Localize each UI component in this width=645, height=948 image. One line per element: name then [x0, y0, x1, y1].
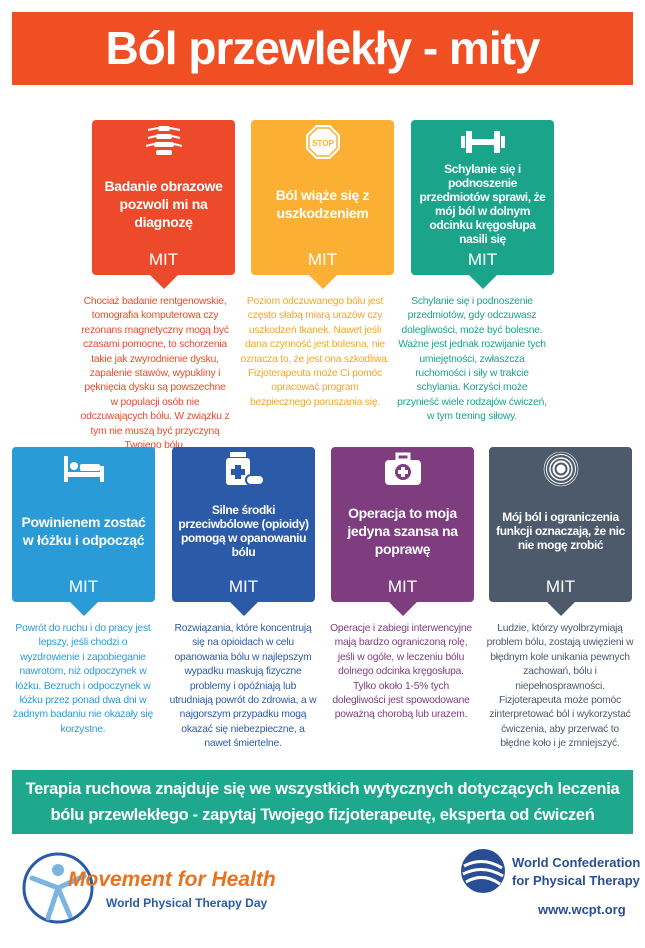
first-aid-kit-icon — [335, 451, 470, 487]
myth-title: Powinienem zostać w łóżku i odpocząć — [21, 514, 146, 548]
wcpt-line1: World Confederation — [512, 855, 641, 870]
myth-explanation: Operacje i zabiegi interwencyjne mają ba… — [330, 623, 472, 721]
bottom-banner-line2: bólu przewlekłego - zapytaj Twojego fizj… — [50, 806, 595, 824]
myth-card-opioids: Silne środki przeciwbólowe (opioidy) pom… — [172, 447, 315, 616]
myth-label: MIT — [387, 577, 418, 596]
myth-label: MIT — [307, 250, 338, 269]
wcpt-url[interactable]: www.wcpt.org — [538, 902, 626, 917]
myth-label: MIT — [68, 577, 99, 596]
bottom-banner-line1: Terapia ruchowa znajduje się we wszystki… — [25, 780, 620, 798]
myth-title: Silne środki przeciwbólowe (opioidy) pom… — [178, 503, 309, 559]
myth-label: MIT — [148, 250, 179, 269]
myth-label: MIT — [228, 577, 259, 596]
myth-card-bending: Schylanie się i podnoszenie przedmiotów … — [411, 120, 554, 289]
spine-icon — [96, 124, 231, 160]
myth-title: Schylanie się i podnoszenie przedmiotów … — [419, 162, 546, 246]
myth-card-imaging: Badanie obrazowe pozwoli mi na diagnozę … — [92, 120, 235, 289]
myth-card-surgery: Operacja to moja jedyna szansa na popraw… — [331, 447, 474, 616]
wcpt-globe-icon — [461, 849, 505, 893]
page-title: Ból przewlekły - mity — [12, 12, 633, 85]
mfh-name: Movement for Health — [68, 868, 276, 891]
myth-explanation: Poziom odczuwanego bólu jest często słab… — [240, 296, 390, 408]
svg-text:STOP: STOP — [312, 139, 334, 148]
wcpt-line2: for Physical Therapy — [512, 873, 640, 888]
figure-logo-icon — [22, 852, 94, 924]
myth-title: Badanie obrazowe pozwoli mi na diagnozę — [104, 178, 223, 230]
myth-explanation: Rozwiązania, które koncentrują się na op… — [169, 623, 317, 750]
ripple-icon — [493, 451, 628, 487]
myth-title: Mój ból i ograniczenia funkcji oznaczają… — [496, 510, 625, 552]
bed-icon — [16, 451, 151, 487]
myth-title: Operacja to moja jedyna szansa na popraw… — [347, 505, 458, 557]
myth-explanation: Chociaż badanie rentgenowskie, tomografi… — [80, 296, 230, 452]
stop-sign-icon: STOP — [255, 124, 390, 160]
myth-card-damage: STOP Ból wiąże się z uszkodzeniem MIT — [251, 120, 394, 289]
myth-title: Ból wiąże się z uszkodzeniem — [275, 187, 370, 221]
dumbbell-icon — [415, 124, 550, 160]
myth-label: MIT — [545, 577, 576, 596]
bottom-banner: Terapia ruchowa znajduje się we wszystki… — [12, 770, 633, 834]
myth-explanation: Schylanie się i podnoszenie przedmiotów,… — [397, 296, 547, 423]
myth-label: MIT — [467, 250, 498, 269]
mfh-subtitle: World Physical Therapy Day — [106, 896, 268, 910]
myth-explanation: Powrót do ruchu i do pracy jest lepszy, … — [13, 623, 153, 735]
myth-card-bed-rest: Powinienem zostać w łóżku i odpocząć MIT — [12, 447, 155, 616]
movement-for-health-logo: Movement for Health World Physical Thera… — [18, 848, 276, 933]
myth-card-helpless: Mój ból i ograniczenia funkcji oznaczają… — [489, 447, 632, 616]
pills-icon — [176, 451, 311, 487]
myth-explanation: Ludzie, którzy wyolbrzymiają problem ból… — [486, 623, 634, 750]
